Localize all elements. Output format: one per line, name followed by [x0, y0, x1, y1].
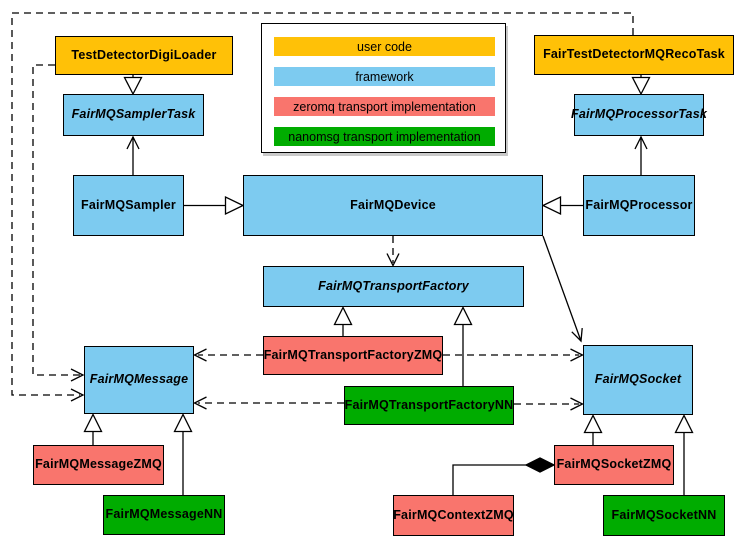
edge-recotask-inherits-processortask	[631, 75, 651, 96]
node-fairmqsocket: FairMQSocket	[583, 345, 693, 415]
node-fairtestdetectormqrecotask: FairTestDetectorMQRecoTask	[534, 35, 734, 75]
arrow-digiloader-message	[70, 368, 85, 382]
edge-processor-uses-processortask	[634, 135, 648, 175]
arrow-recotask-message	[70, 388, 85, 402]
edge-sampler-inherits-device	[184, 195, 245, 216]
legend-item-framework: framework	[274, 67, 495, 86]
arrow-factoryzmq-socket	[570, 348, 584, 362]
edge-messagezmq-inherits-message	[83, 413, 103, 445]
edge-device-uses-socket	[542, 235, 583, 343]
edge-socketnn-inherits-socket	[674, 414, 694, 495]
node-fairmqmessagenn: FairMQMessageNN	[103, 495, 225, 535]
edge-digiloader-inherits-samplertask	[123, 75, 143, 96]
legend-item-nanomsg: nanomsg transport implementation	[274, 127, 495, 146]
arrow-factorynn-socket	[570, 397, 584, 411]
node-fairmqmessage: FairMQMessage	[84, 346, 194, 414]
legend-item-zeromq: zeromq transport implementation	[274, 97, 495, 116]
edge-factoryzmq-inherits-transportfactory	[333, 306, 353, 336]
edge-sampler-uses-samplertask	[126, 135, 140, 175]
arrow-factorynn-message	[193, 396, 207, 410]
node-fairmqsampler: FairMQSampler	[73, 175, 184, 236]
node-fairmqprocessortask: FairMQProcessorTask	[571, 94, 707, 136]
edge-processor-inherits-device	[541, 195, 583, 216]
node-fairmqsocketzmq: FairMQSocketZMQ	[554, 445, 674, 485]
edge-socketzmq-inherits-socket	[583, 414, 603, 445]
node-testdetectordigiloader: TestDetectorDigiLoader	[55, 36, 233, 75]
edge-messagenn-inherits-message	[173, 413, 193, 495]
node-fairmqtransportfactoryzmq: FairMQTransportFactoryZMQ	[263, 336, 443, 375]
node-fairmqmessagezmq: FairMQMessageZMQ	[33, 445, 164, 485]
node-fairmqsocketnn: FairMQSocketNN	[603, 495, 725, 536]
node-fairmqtransportfactorynn: FairMQTransportFactoryNN	[344, 386, 514, 425]
edge-contextzmq-composed-socketzmq	[452, 457, 556, 495]
node-fairmqdevice: FairMQDevice	[243, 175, 543, 236]
legend-item-user-code: user code	[274, 37, 495, 56]
node-fairmqsamplertask: FairMQSamplerTask	[63, 94, 204, 136]
node-fairmqcontextzmq: FairMQContextZMQ	[393, 495, 514, 536]
edge-factorynn-inherits-transportfactory	[453, 306, 473, 386]
arrow-factoryzmq-message	[193, 348, 207, 362]
node-fairmqprocessor: FairMQProcessor	[583, 175, 695, 236]
arrow-device-transportfactory	[386, 253, 400, 267]
legend: user code framework zeromq transport imp…	[261, 23, 506, 153]
edge-recotask-depends-message	[11, 12, 634, 396]
node-fairmqtransportfactory: FairMQTransportFactory	[263, 266, 524, 307]
